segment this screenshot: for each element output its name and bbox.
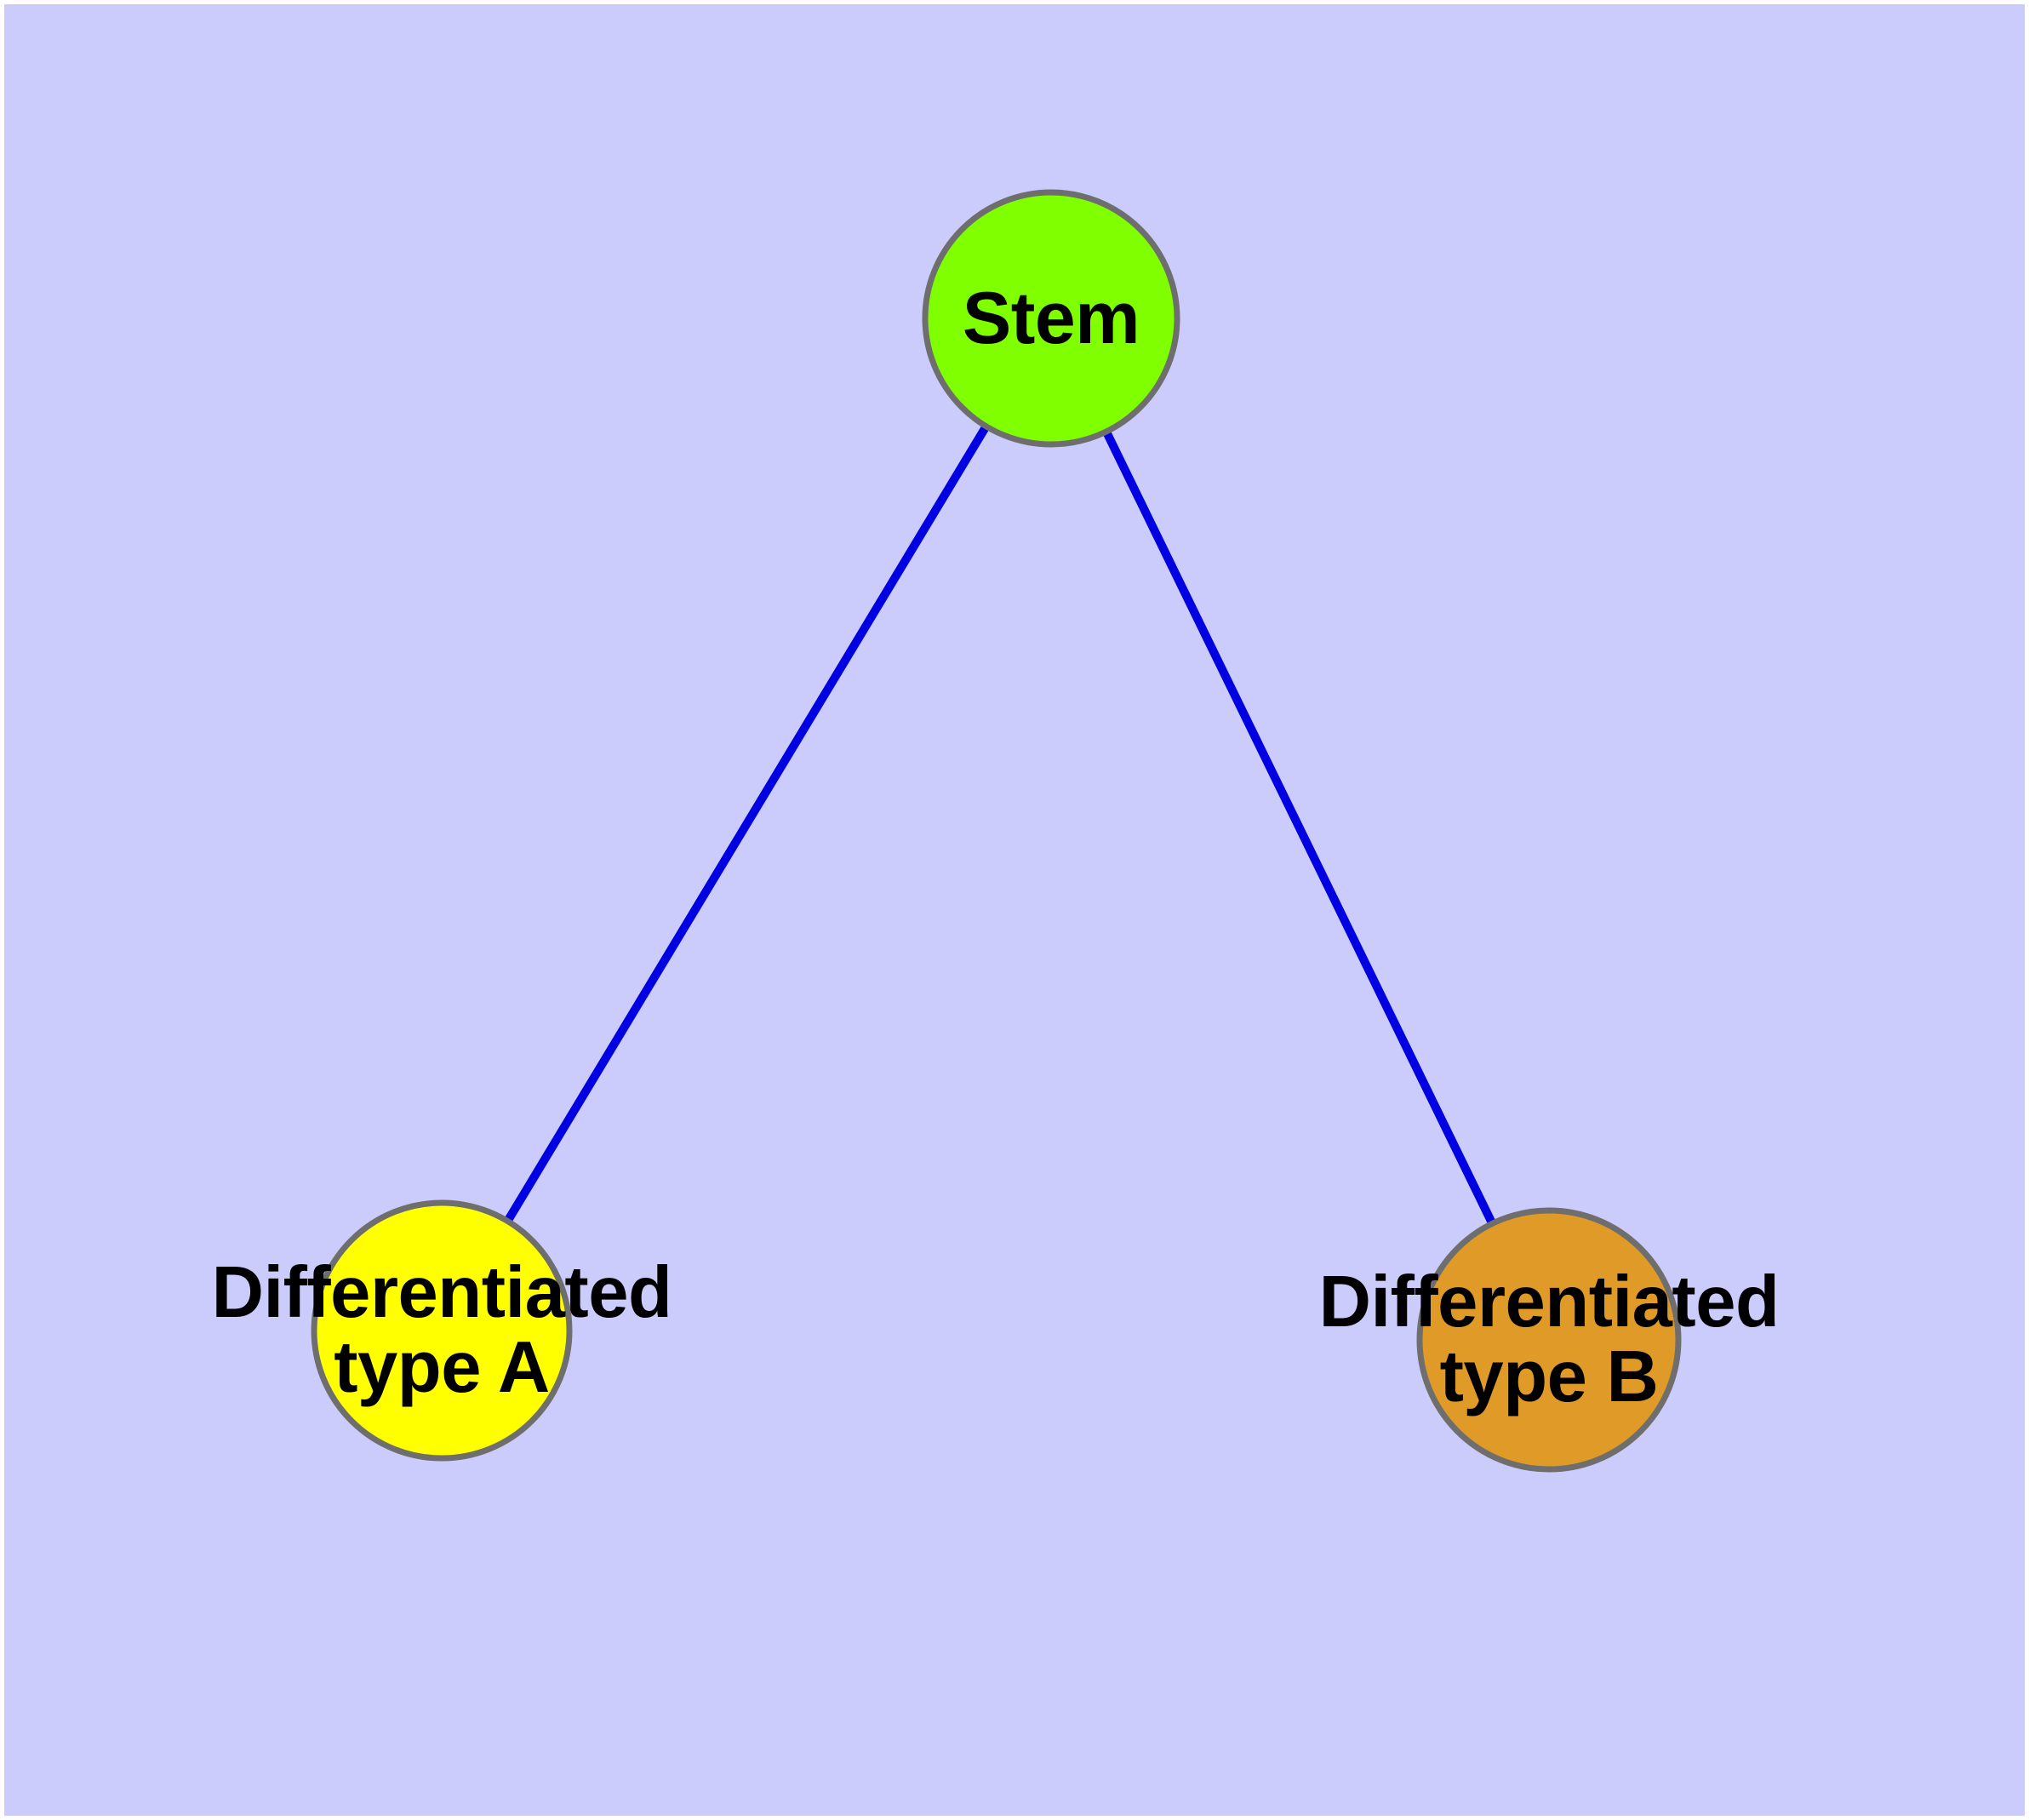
edge-stem-to-diff-a (501, 420, 993, 1228)
edge-stem-to-diff-b (1100, 425, 1499, 1230)
nodes-layer (311, 189, 1682, 1473)
node-circle-stem[interactable] (922, 189, 1180, 448)
node-circle-diff-a[interactable] (311, 1199, 573, 1462)
node-circle-diff-b[interactable] (1416, 1207, 1682, 1473)
edges-layer (501, 420, 1499, 1230)
